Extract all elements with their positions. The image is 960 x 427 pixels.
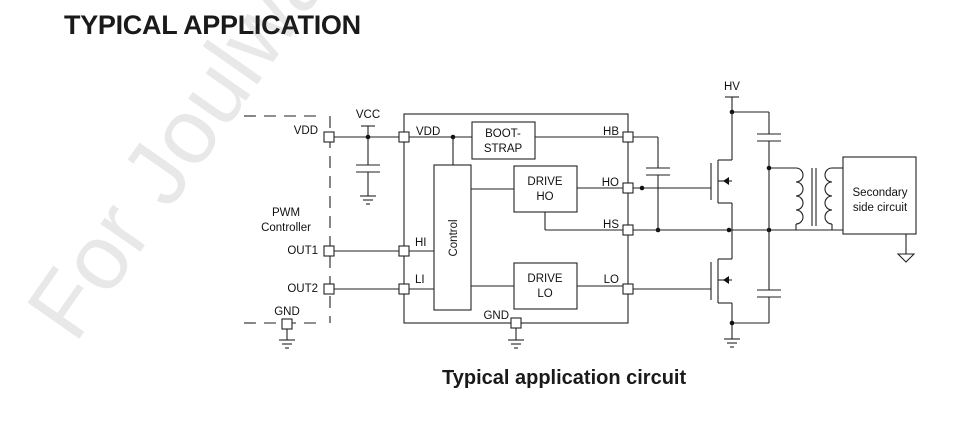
bootstrap-label-line1: BOOT- xyxy=(485,128,521,140)
low-side-mosfet xyxy=(710,230,733,339)
secondary-side-block: Secondary side circuit xyxy=(842,156,917,263)
controller-gnd-pin xyxy=(281,318,293,330)
control-block xyxy=(433,164,472,311)
controller-pin-out2-label: OUT2 xyxy=(287,283,318,295)
controller-driver-wires xyxy=(334,250,399,290)
controller-title-line1: PWM xyxy=(272,207,300,219)
driver-hb-pin xyxy=(622,131,634,143)
figure-caption: Typical application circuit xyxy=(442,367,687,389)
watermark: For Joulwatt xyxy=(8,0,379,356)
driver-gnd-pin xyxy=(510,317,522,329)
driver-li-label: LI xyxy=(415,274,425,286)
drive-ho-label-line2: HO xyxy=(536,191,553,203)
driver-lo-label: LO xyxy=(604,274,619,286)
control-label: Control xyxy=(448,219,460,256)
vcc-label: VCC xyxy=(356,109,380,121)
watermark-text: For Joulwatt xyxy=(8,0,379,356)
controller-pin-gnd-label: GND xyxy=(274,306,300,318)
gate-driver-ic: VDD HI LI HB HO HS LO GND BOOT- STRAP Co… xyxy=(398,113,634,349)
controller-out1-pin xyxy=(323,245,335,257)
driver-hi-label: HI xyxy=(415,237,427,249)
drive-ho-label-line1: DRIVE xyxy=(527,176,562,188)
section-heading: TYPICAL APPLICATION xyxy=(64,10,361,40)
drive-lo-label-line1: DRIVE xyxy=(527,273,562,285)
hv-label: HV xyxy=(724,81,740,93)
high-side-mosfet xyxy=(710,112,733,230)
driver-hs-label: HS xyxy=(603,219,619,231)
controller-pin-vdd-label: VDD xyxy=(294,125,318,137)
controller-vdd-pin xyxy=(323,131,335,143)
driver-hs-pin xyxy=(622,224,634,236)
controller-out2-pin xyxy=(323,283,335,295)
driver-hi-pin xyxy=(398,245,410,257)
bootstrap-label-line2: STRAP xyxy=(484,143,523,155)
secondary-label-line2: side circuit xyxy=(853,202,908,214)
driver-vdd-label: VDD xyxy=(416,126,440,138)
drive-lo-label-line2: LO xyxy=(537,288,552,300)
secondary-label-line1: Secondary xyxy=(853,187,908,199)
driver-vdd-pin xyxy=(398,131,410,143)
driver-hb-label: HB xyxy=(603,126,619,138)
drive-ho-block xyxy=(513,165,578,213)
bootstrap-block xyxy=(471,121,536,160)
driver-gnd-label: GND xyxy=(483,310,509,322)
pwm-controller: PWM Controller VDD OUT1 OUT2 GND xyxy=(244,115,335,349)
vcc-supply: VCC xyxy=(334,109,399,205)
controller-title-line2: Controller xyxy=(261,222,311,234)
drive-lo-block xyxy=(513,262,578,310)
driver-ho-pin xyxy=(622,182,634,194)
driver-lo-pin xyxy=(622,283,634,295)
driver-li-pin xyxy=(398,283,410,295)
driver-ho-label: HO xyxy=(602,177,619,189)
controller-pin-out1-label: OUT1 xyxy=(287,245,318,257)
power-stage: HV xyxy=(633,81,843,348)
